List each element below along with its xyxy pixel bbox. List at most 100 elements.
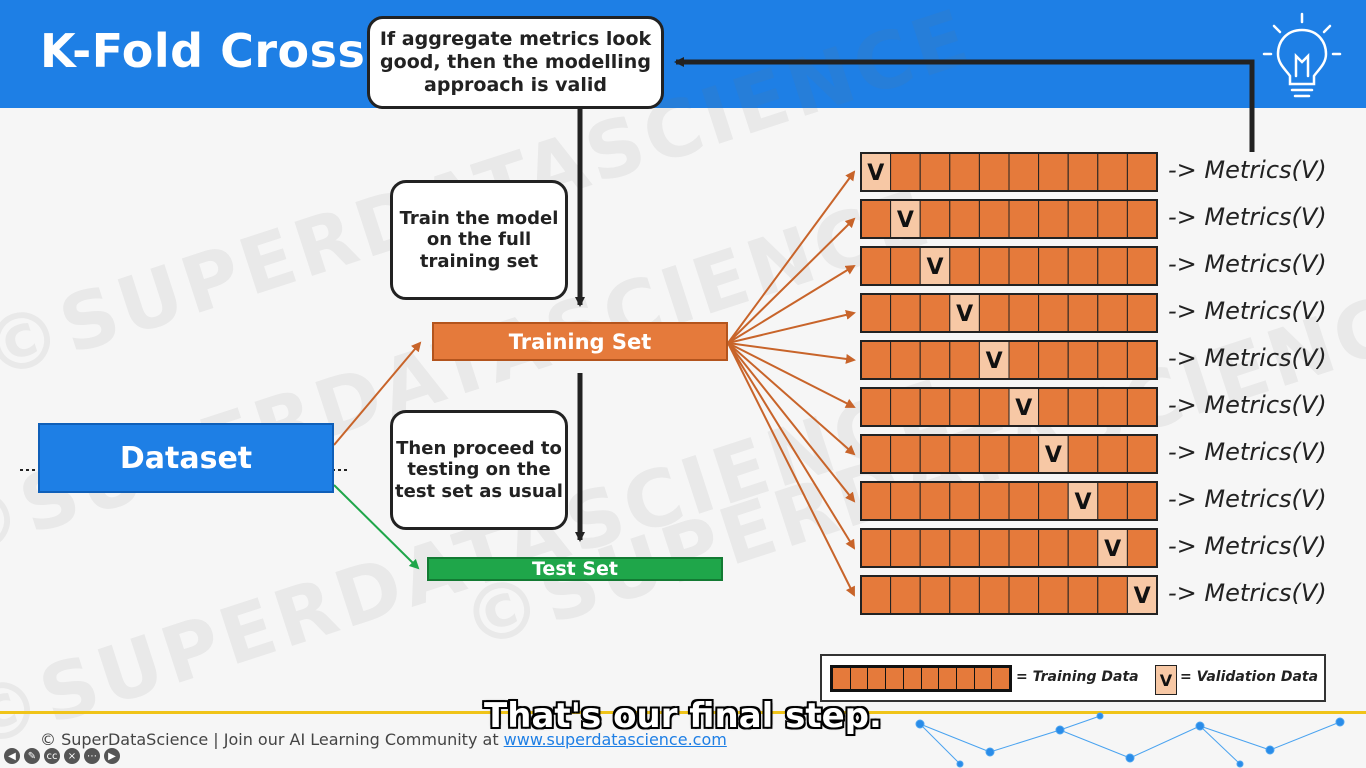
training-segment — [1126, 340, 1158, 380]
fold-border — [860, 528, 1158, 568]
callout-aggregate: If aggregate metrics look good, then the… — [367, 16, 664, 109]
training-segment — [1067, 152, 1099, 192]
training-segment — [1097, 340, 1128, 380]
fan-arrow — [727, 342, 856, 503]
caption-subtitle: That's our final step. — [484, 696, 882, 736]
fold-border — [860, 199, 1158, 239]
training-segment — [978, 575, 1010, 615]
training-segment — [860, 528, 892, 568]
training-segment — [1126, 528, 1158, 568]
training-segment — [1038, 199, 1069, 239]
fold-border — [860, 387, 1158, 427]
training-segment — [890, 340, 921, 380]
training-segment — [860, 575, 892, 615]
legend-training-bar — [830, 665, 1012, 692]
training-segment — [978, 387, 1010, 427]
training-segment — [949, 387, 980, 427]
validation-marker: V — [986, 349, 1003, 374]
fan-arrow — [727, 264, 856, 344]
fold-row: V — [860, 340, 1158, 380]
training-segment — [890, 528, 921, 568]
validation-marker: V — [1134, 584, 1151, 609]
validation-marker: V — [1015, 396, 1032, 421]
training-segment — [860, 340, 892, 380]
training-segment — [1008, 528, 1040, 568]
forward-icon[interactable]: ▶ — [104, 748, 120, 764]
fan-arrow — [727, 217, 856, 344]
training-segment — [978, 481, 1010, 521]
training-segment — [1126, 246, 1158, 286]
legend-validation-marker: V — [1155, 665, 1177, 695]
fold-border — [860, 246, 1158, 286]
fold-border — [860, 340, 1158, 380]
fan-arrows — [727, 170, 856, 597]
validation-marker: V — [897, 208, 914, 233]
training-segment — [949, 528, 980, 568]
training-segment — [1067, 528, 1099, 568]
training-segment — [1126, 434, 1158, 474]
training-segment — [860, 199, 892, 239]
training-segment — [1067, 387, 1099, 427]
player-controls: ◀ ✎ cc × ⋯ ▶ — [4, 748, 120, 764]
training-segment — [1126, 199, 1158, 239]
training-segment — [1097, 434, 1128, 474]
arrow-dataset-to-test — [333, 484, 420, 570]
training-segment — [1097, 246, 1128, 286]
training-segment — [1097, 387, 1128, 427]
footer-text: © SuperDataScience | Join our AI Learnin… — [40, 730, 727, 749]
training-segment — [919, 387, 951, 427]
training-segment — [919, 434, 951, 474]
validation-marker: V — [1045, 443, 1062, 468]
training-segment — [1126, 152, 1158, 192]
footer-link[interactable]: www.superdatascience.com — [503, 730, 727, 749]
training-segment — [1008, 481, 1040, 521]
metric-label: -> Metrics(V) — [1168, 579, 1327, 607]
fold-border — [860, 434, 1158, 474]
metric-label: -> Metrics(V) — [1168, 297, 1327, 325]
training-segment — [1038, 528, 1069, 568]
back-icon[interactable]: ◀ — [4, 748, 20, 764]
training-segment — [890, 293, 921, 333]
fold-row: V — [860, 246, 1158, 286]
training-segment — [1038, 575, 1069, 615]
training-segment — [1126, 387, 1158, 427]
training-segment — [1008, 575, 1040, 615]
more-icon[interactable]: ⋯ — [84, 748, 100, 764]
legend-validation-label: = Validation Data — [1180, 669, 1319, 685]
mute-icon[interactable]: × — [64, 748, 80, 764]
fan-arrow — [727, 342, 856, 550]
training-segment — [1038, 340, 1069, 380]
fan-arrow — [727, 342, 856, 408]
training-segment — [1038, 387, 1069, 427]
training-segment — [949, 340, 980, 380]
fold-border — [860, 152, 1158, 192]
training-segment — [949, 481, 980, 521]
training-segment — [978, 199, 1010, 239]
training-segment — [1126, 293, 1158, 333]
training-segment — [949, 575, 980, 615]
training-segment — [1008, 152, 1040, 192]
metric-label: -> Metrics(V) — [1168, 391, 1327, 419]
footer-divider — [0, 711, 1366, 714]
training-segment — [1008, 340, 1040, 380]
fold-row: V — [860, 575, 1158, 615]
network-decoration — [915, 712, 1345, 768]
training-segment — [978, 246, 1010, 286]
fold-row: V — [860, 293, 1158, 333]
validation-segment — [919, 246, 951, 286]
captions-icon[interactable]: cc — [44, 748, 60, 764]
training-segment — [890, 387, 921, 427]
validation-marker: V — [926, 255, 943, 280]
fold-row: V — [860, 528, 1158, 568]
metric-label: -> Metrics(V) — [1168, 485, 1327, 513]
fan-arrow — [727, 342, 856, 456]
training-segment — [1097, 199, 1128, 239]
training-segment — [949, 434, 980, 474]
pen-icon[interactable]: ✎ — [24, 748, 40, 764]
training-segment — [1067, 340, 1099, 380]
metric-label: -> Metrics(V) — [1168, 203, 1327, 231]
training-segment — [1038, 481, 1069, 521]
training-segment — [860, 387, 892, 427]
